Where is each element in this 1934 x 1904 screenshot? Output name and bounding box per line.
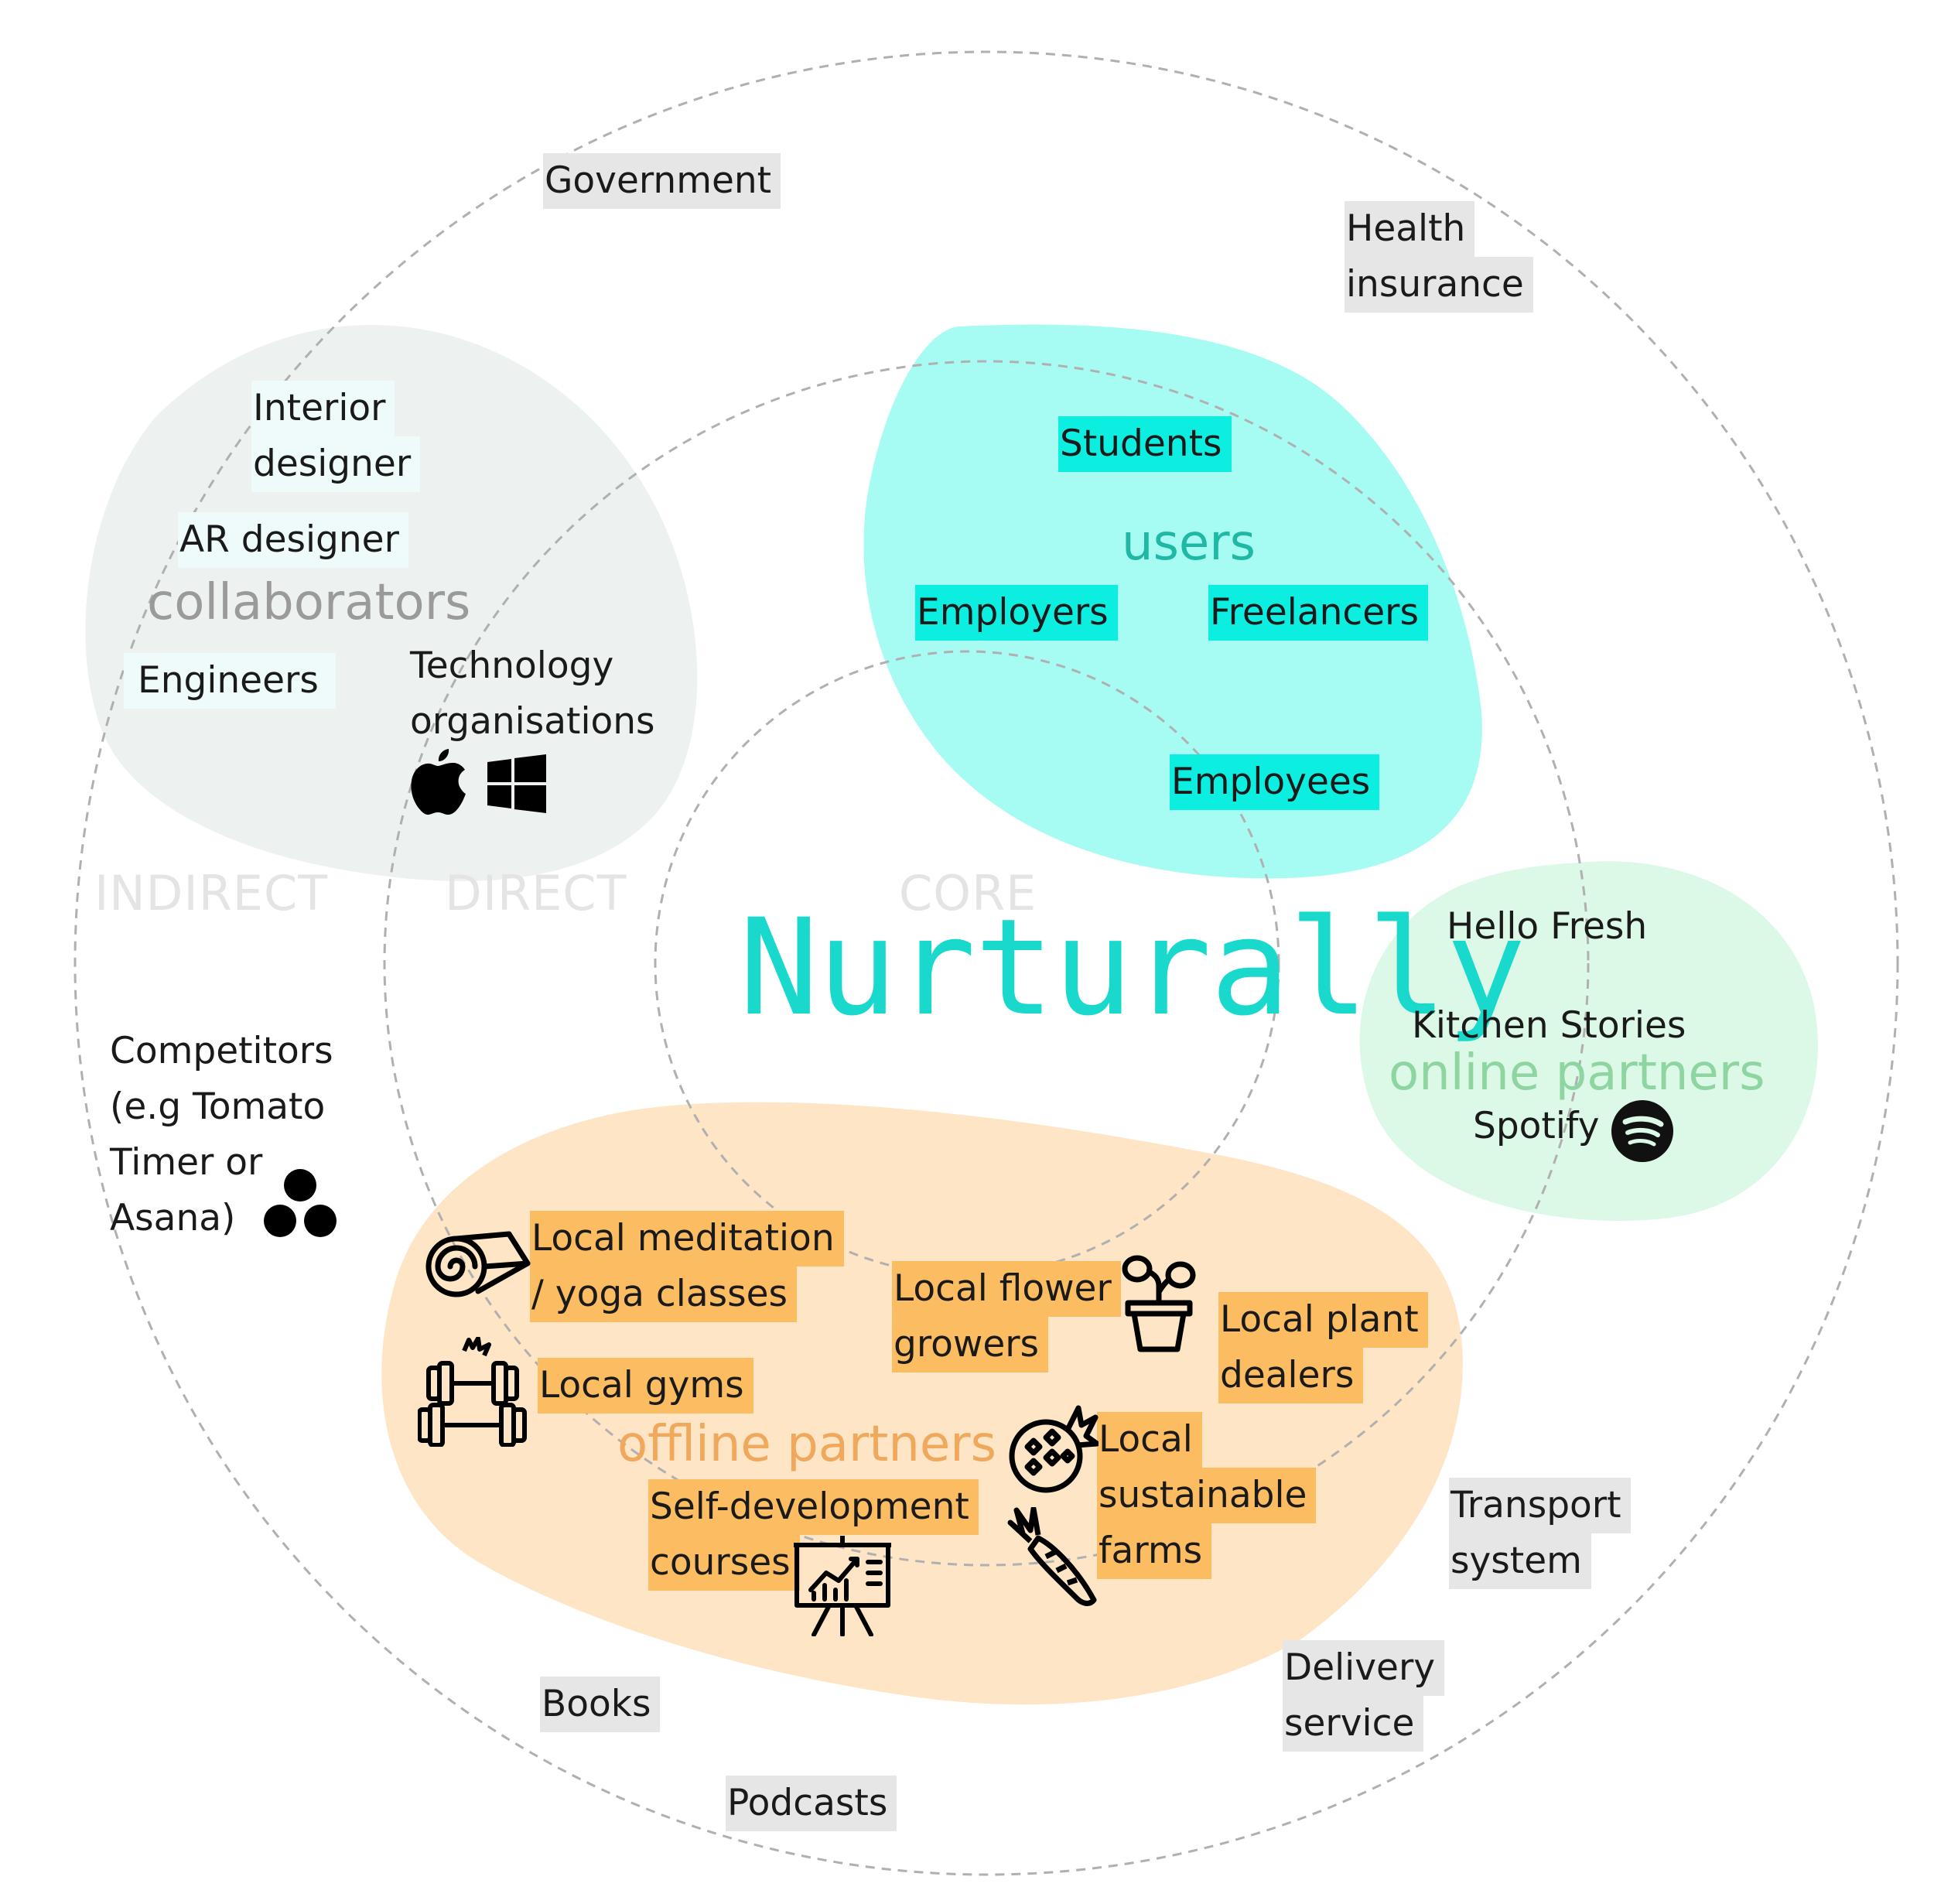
label-books: Books (540, 1677, 661, 1732)
label-podcasts: Podcasts (726, 1776, 897, 1831)
dumbbell-icon (418, 1337, 527, 1447)
spotify-logo-icon (1611, 1100, 1673, 1162)
label-freelancers: Freelancers (1208, 585, 1428, 641)
users-blob (863, 324, 1482, 879)
label-hello-fresh: Hello Fresh (1447, 905, 1648, 948)
label-employees: Employees (1170, 754, 1380, 810)
label-transport-system: Transport system (1449, 1478, 1631, 1589)
group-label-collaborators: collaborators (147, 574, 471, 631)
plant-pot-icon (1122, 1255, 1196, 1352)
brand-title: Nurturally (739, 890, 1526, 1045)
label-local-plant-dealers: Local plant dealers (1218, 1292, 1428, 1403)
label-employers: Employers (915, 585, 1118, 641)
label-kitchen-stories: Kitchen Stories (1412, 1004, 1686, 1047)
label-engineers: Engineers (124, 653, 336, 709)
label-students: Students (1058, 416, 1232, 472)
presentation-board-icon (794, 1536, 891, 1636)
label-ar-designer: AR designer (178, 512, 408, 568)
pineapple-icon (1009, 1405, 1099, 1493)
asana-logo-icon (264, 1169, 337, 1237)
yoga-mat-icon (425, 1231, 531, 1297)
label-local-meditation: Local meditation / yoga classes (530, 1211, 844, 1322)
label-competitors: Competitors (e.g Tomato Timer or Asana) (110, 1030, 333, 1239)
group-label-offline-partners: offline partners (617, 1416, 996, 1473)
indirect-ring (73, 50, 1899, 1876)
label-local-sustainable-farms: Local sustainable farms (1097, 1412, 1317, 1579)
collaborators-blob (85, 325, 698, 881)
label-interior-designer: Interior designer (251, 381, 421, 492)
ring-label-core: CORE (899, 865, 1037, 921)
group-label-users: users (1122, 514, 1256, 572)
label-health-insurance: Health insurance (1345, 201, 1533, 313)
label-self-development-courses: Self-development courses (648, 1479, 979, 1591)
group-label-online-partners: online partners (1389, 1044, 1765, 1102)
label-delivery-service: Delivery service (1283, 1640, 1445, 1752)
online-partners-blob (1359, 861, 1818, 1221)
label-government: Government (543, 153, 781, 209)
label-spotify: Spotify (1473, 1105, 1600, 1147)
apple-logo-icon (411, 749, 466, 815)
ring-label-indirect: INDIRECT (94, 865, 329, 921)
direct-ring (383, 360, 1590, 1567)
label-local-gyms: Local gyms (538, 1358, 753, 1413)
windows-logo-icon (487, 754, 546, 813)
label-technology-organisations: Technology organisations (410, 644, 655, 743)
carrot-icon (1007, 1507, 1097, 1606)
label-local-flower-growers: Local flower growers (892, 1261, 1121, 1372)
ring-label-direct: DIRECT (445, 865, 627, 921)
